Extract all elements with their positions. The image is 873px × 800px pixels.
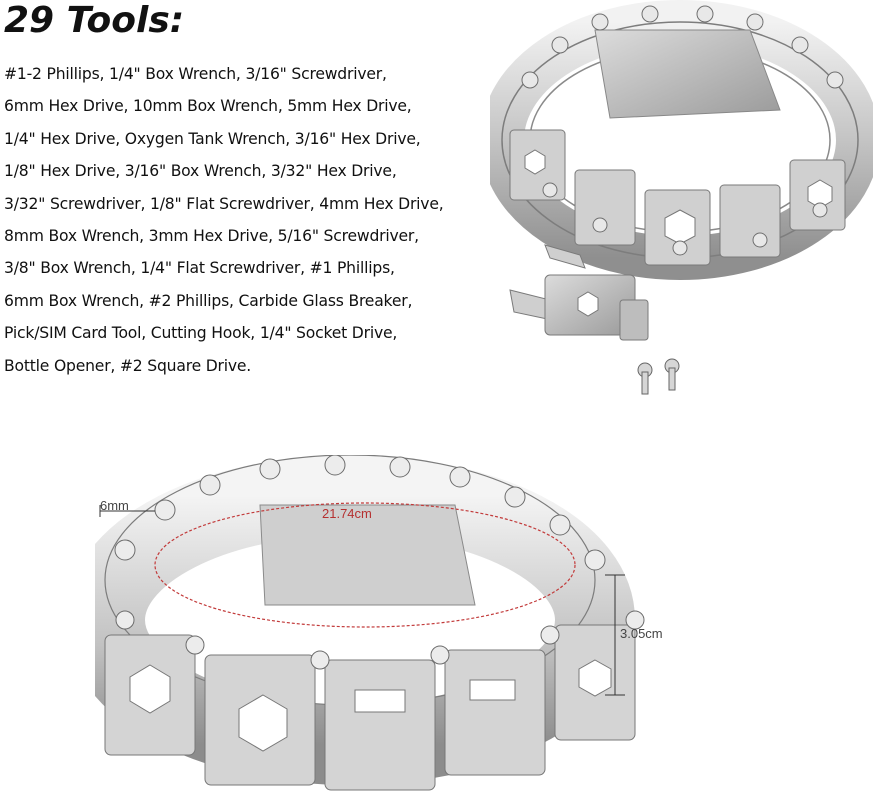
tool-list-line: Pick/SIM Card Tool, Cutting Hook, 1/4" S… <box>4 324 398 343</box>
tool-list-line: 6mm Box Wrench, #2 Phillips, Carbide Gla… <box>4 291 413 310</box>
bracelet-photo-bottom <box>95 455 645 791</box>
tool-list-line: 8mm Box Wrench, 3mm Hex Drive, 5/16" Scr… <box>4 227 419 246</box>
tool-list-line: #1-2 Phillips, 1/4" Box Wrench, 3/16" Sc… <box>4 65 387 83</box>
tool-list-line: 1/8" Hex Drive, 3/16" Box Wrench, 3/32" … <box>4 162 397 181</box>
tool-list-line: Bottle Opener, #2 Square Drive. <box>4 356 252 375</box>
tool-list-line: 1/4" Hex Drive, Oxygen Tank Wrench, 3/16… <box>4 129 421 148</box>
tool-list-line: 3/32" Screwdriver, 1/8" Flat Screwdriver… <box>4 194 444 213</box>
circumference-dimension-label: 21.74cm <box>322 506 372 521</box>
tool-list: #1-2 Phillips, 1/4" Box Wrench, 3/16" Sc… <box>4 58 484 382</box>
heading: 29 Tools: <box>4 0 185 41</box>
tool-list-line: 6mm Hex Drive, 10mm Box Wrench, 5mm Hex … <box>4 97 412 116</box>
tool-list-line: 3/8" Box Wrench, 1/4" Flat Screwdriver, … <box>4 259 395 278</box>
bracelet-photo-top <box>490 0 873 395</box>
width-dimension-label: 6mm <box>100 498 129 513</box>
height-dimension-label: 3.05cm <box>620 626 663 641</box>
